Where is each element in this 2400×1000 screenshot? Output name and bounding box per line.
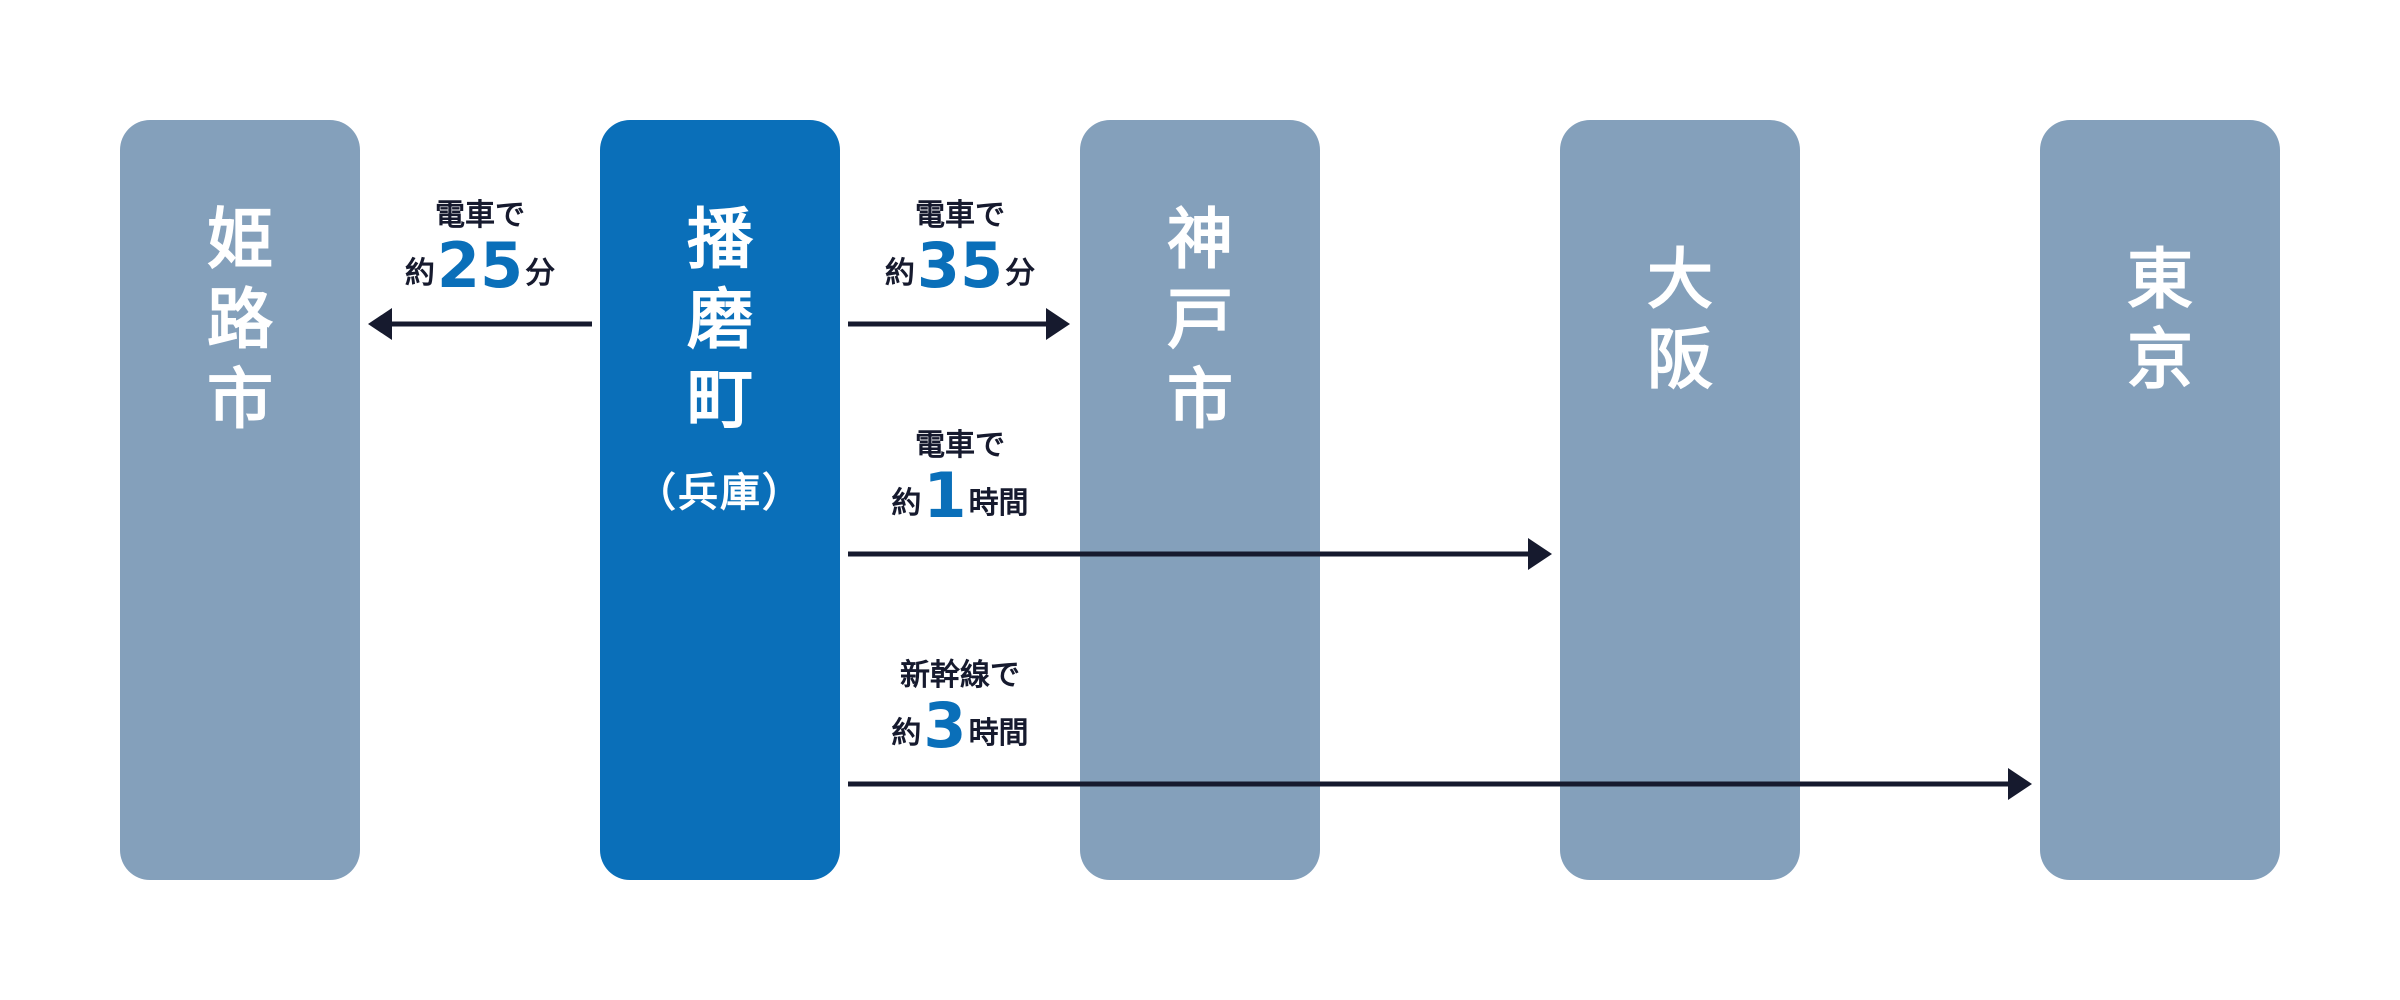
route-unit: 時間: [968, 716, 1029, 751]
station-name-char: 大: [1647, 241, 1713, 318]
station-osaka: 大 阪: [1560, 120, 1800, 880]
route-number: 1: [923, 459, 967, 532]
station-kobe: 神 戸 市: [1080, 120, 1320, 880]
station-harima: 播 磨 町 （兵庫）: [600, 120, 840, 880]
station-name-char: 路: [207, 281, 273, 358]
arrow-to-himeji: [368, 308, 592, 340]
route-label-tokyo: 新幹線で 約3時間: [850, 656, 1070, 764]
station-name-char: 磨: [687, 281, 753, 358]
station-name-char: 京: [2127, 321, 2193, 398]
arrow-to-tokyo: [848, 768, 2032, 800]
station-name: 姫 路 市: [207, 200, 273, 440]
station-name-char: 阪: [1647, 321, 1713, 398]
station-name-char: 神: [1167, 201, 1233, 278]
route-mode: 電車で: [915, 198, 1005, 233]
route-unit: 分: [1005, 256, 1036, 291]
station-name-char: 東: [2127, 241, 2193, 318]
route-prefix: 約: [891, 486, 922, 521]
route-unit: 時間: [968, 486, 1029, 521]
station-name-char: 町: [687, 361, 753, 438]
route-label-kobe: 電車で 約35分: [850, 196, 1070, 304]
route-mode: 電車で: [435, 198, 525, 233]
station-prefecture: （兵庫）: [636, 470, 804, 516]
route-number: 25: [436, 229, 524, 302]
station-name-char: 播: [687, 201, 753, 278]
route-prefix: 約: [884, 256, 915, 291]
station-tokyo: 東 京: [2040, 120, 2280, 880]
route-duration: 約25分: [370, 235, 590, 304]
arrow-to-kobe: [848, 308, 1070, 340]
station-name-char: 戸: [1167, 281, 1233, 358]
route-label-osaka: 電車で 約1時間: [850, 426, 1070, 534]
route-mode: 電車で: [915, 428, 1005, 463]
station-name: 東 京: [2127, 240, 2193, 400]
station-name-char: 姫: [207, 201, 273, 278]
station-himeji: 姫 路 市: [120, 120, 360, 880]
route-label-himeji: 電車で 約25分: [370, 196, 590, 304]
station-name: 大 阪: [1647, 240, 1713, 400]
route-duration: 約35分: [850, 235, 1070, 304]
station-name: 神 戸 市: [1167, 200, 1233, 440]
route-duration: 約1時間: [850, 465, 1070, 534]
route-number: 3: [923, 689, 967, 762]
arrow-to-osaka: [848, 538, 1552, 570]
route-unit: 分: [525, 256, 556, 291]
route-prefix: 約: [404, 256, 435, 291]
station-name-char: 市: [207, 361, 273, 438]
route-number: 35: [916, 229, 1004, 302]
station-name-char: 市: [1167, 361, 1233, 438]
station-name: 播 磨 町: [687, 200, 753, 440]
route-mode: 新幹線で: [900, 658, 1020, 693]
route-prefix: 約: [891, 716, 922, 751]
route-duration: 約3時間: [850, 695, 1070, 764]
